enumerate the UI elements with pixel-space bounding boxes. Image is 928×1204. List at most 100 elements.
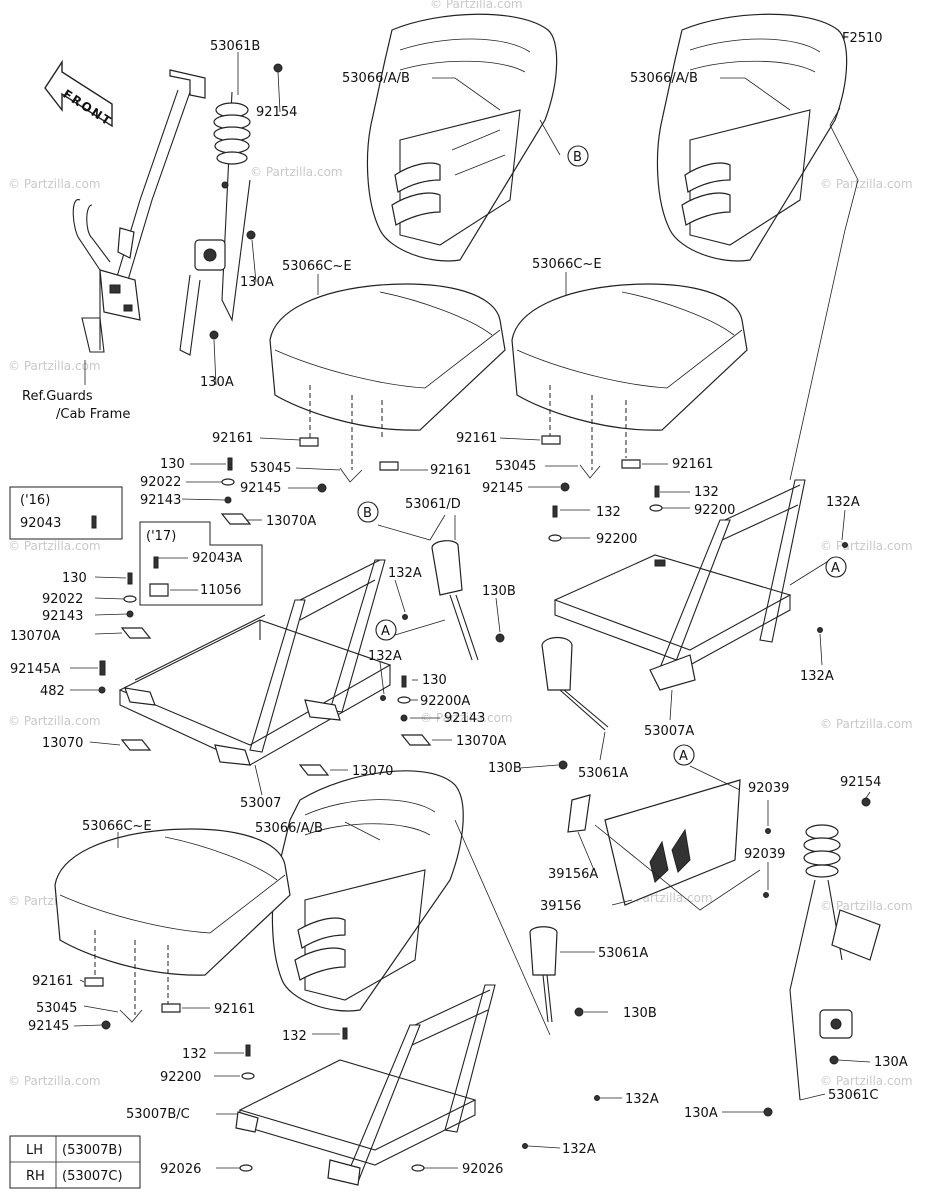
part-labels: 53061B 92154 130A 130A 53066/A/B 53066/A… [10, 39, 908, 1177]
side-legend-table: LH (53007B) RH (53007C) [9, 1135, 141, 1189]
frame-slot [654, 559, 666, 567]
callout-a-label: A [831, 561, 840, 576]
bolt-icon [153, 556, 159, 569]
bushing-13070a-icon [220, 513, 252, 525]
bolt-92145a-icon [99, 660, 106, 676]
part-label: 53066/A/B [630, 71, 698, 86]
part-label: 53066/A/B [255, 821, 323, 836]
part-label: 130B [623, 1006, 657, 1021]
part-label: 130 [62, 571, 87, 586]
watermark: © Partzilla.com [820, 899, 913, 913]
buckle-body [529, 926, 558, 976]
buckle-stalk [449, 594, 479, 661]
frame-foot [81, 317, 105, 353]
frame-slot [123, 304, 133, 312]
frame-upright [249, 599, 306, 753]
bolt-icon [342, 1027, 348, 1040]
cushion-fastener-leaders [549, 385, 627, 470]
part-label: 53007B/C [126, 1107, 190, 1122]
seatback-rib [391, 192, 441, 226]
seatback-rib [684, 162, 731, 193]
part-label: 92022 [42, 592, 83, 607]
part-label: 130A [874, 1055, 908, 1070]
washer-icon [649, 504, 663, 512]
nut-icon [98, 686, 106, 694]
frame-foot [649, 654, 696, 691]
hook-53045-icon [339, 467, 363, 483]
part-label: 53066C~E [82, 819, 152, 834]
year-16-part: 92043 [20, 516, 61, 531]
part-label: 130A [200, 375, 234, 390]
bolt-icon [127, 572, 133, 585]
part-label: 132A [625, 1092, 659, 1107]
washer-icon [397, 696, 411, 704]
part-label: 92043A [192, 551, 242, 566]
seatback-rib [394, 162, 441, 193]
seatbelt-53061c-drawing [763, 797, 881, 1117]
stopper-11056-icon [149, 583, 169, 597]
cushion-shell [269, 283, 506, 431]
year-16-label: ('16) [20, 493, 50, 508]
cover-39156-drawing [567, 779, 741, 906]
belt-strap [221, 91, 251, 322]
callout-b [567, 145, 589, 167]
belt-bracket [831, 909, 881, 961]
frame-rails [239, 1100, 476, 1166]
clip-92161-icon [541, 435, 561, 445]
belt-retractor-hub [203, 248, 217, 262]
part-label: 130B [482, 584, 516, 599]
part-label: 53061C [828, 1088, 878, 1103]
bolt-icon [558, 760, 568, 770]
bolt-icon [861, 797, 871, 807]
frame-crossbar [721, 484, 801, 541]
watermark: © Partzilla.com [8, 1074, 101, 1088]
cover-pad-39156a [567, 794, 591, 833]
belt-retractor-hub [830, 1018, 842, 1030]
pin-132a-icon [402, 614, 408, 620]
part-label: 92145 [240, 481, 281, 496]
nut-icon [126, 610, 134, 618]
watermark: © Partzilla.com [250, 165, 343, 179]
cover-panel [604, 779, 741, 906]
part-label: 53061A [598, 946, 648, 961]
front-arrow: FRONT [44, 59, 115, 129]
part-label: 132A [562, 1142, 596, 1157]
seatback-rib [294, 947, 346, 981]
part-label: 53066/A/B [342, 71, 410, 86]
frame-foot [214, 744, 251, 766]
bolt-icon [763, 1107, 773, 1117]
part-label: 13070A [456, 734, 506, 749]
washer-icon [221, 478, 235, 486]
bushing-13070-icon [298, 764, 330, 776]
bolt-icon [273, 63, 283, 73]
part-label: 11056 [200, 583, 241, 598]
cushion-seam [59, 836, 286, 934]
frame-crossbar [299, 559, 381, 621]
part-label: 53007A [644, 724, 694, 739]
frame-bracket [169, 69, 206, 99]
year-box-17-frame [139, 521, 263, 606]
watermark: © Partzilla.com [8, 539, 101, 553]
watermark: © Partzilla.com [8, 359, 101, 373]
frame-upright [344, 1024, 421, 1183]
seatback-rib [681, 192, 731, 226]
belt-strap [789, 879, 843, 1101]
seat-frame-53007-drawing [118, 559, 392, 766]
buckle-body [431, 540, 463, 596]
part-label: 482 [40, 684, 65, 699]
pin-132a-icon [522, 1143, 528, 1149]
buckle-53061a-2-drawing [529, 926, 558, 1023]
part-label: 92161 [214, 1002, 255, 1017]
figure-code: F2510 [842, 31, 883, 46]
part-label: 130A [240, 275, 274, 290]
bolt-icon [221, 181, 229, 189]
seat-frame-53007a-drawing [553, 479, 806, 691]
frame-slot [109, 284, 121, 294]
bolt-icon [495, 633, 505, 643]
leader-lines [70, 52, 871, 1169]
part-label: 53061B [210, 39, 260, 54]
frame-upright [329, 559, 386, 713]
part-label: 132A [388, 566, 422, 581]
part-label: 92026 [160, 1162, 201, 1177]
